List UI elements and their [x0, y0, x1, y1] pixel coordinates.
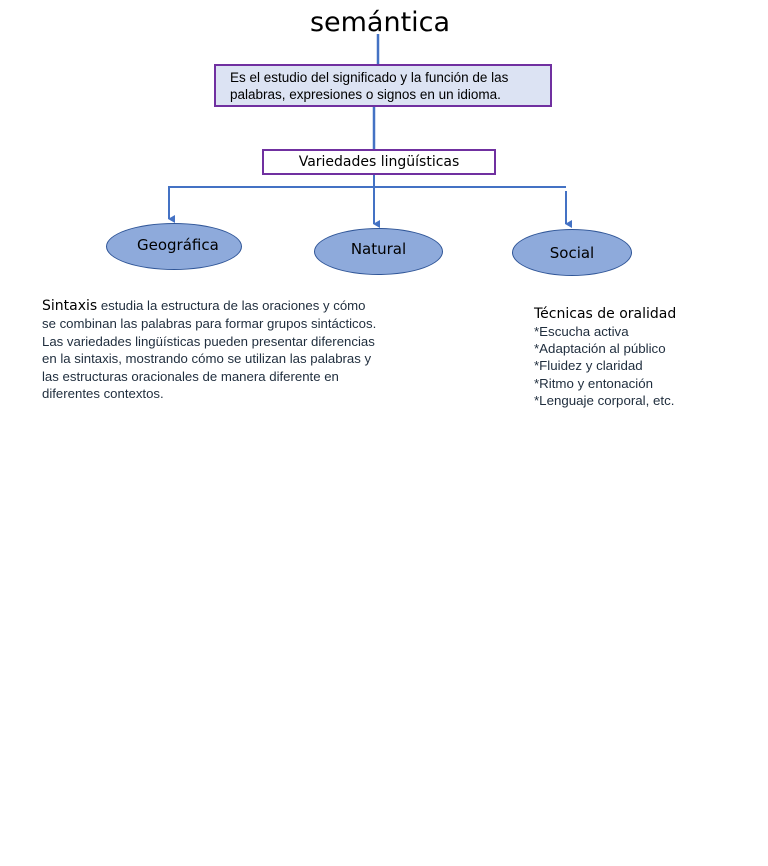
- orality-item: *Lenguaje corporal, etc.: [534, 392, 675, 408]
- syntax-term: Sintaxis: [42, 298, 98, 314]
- social-label: Social: [549, 244, 595, 262]
- orality-item: *Adaptación al público: [534, 341, 666, 357]
- orality-heading: Técnicas de oralidad: [534, 306, 677, 322]
- natural-node: Natural: [314, 228, 443, 275]
- definition-text: Es el estudio del significado y la funci…: [230, 70, 509, 102]
- natural-label: Natural: [350, 240, 407, 258]
- geografica-node: Geográfica: [106, 223, 242, 270]
- geografica-label: Geográfica: [137, 236, 219, 254]
- diagram-title: semántica: [309, 7, 451, 38]
- syntax-text: estudia la estructura de las oraciones y…: [42, 298, 377, 402]
- orality-item: *Ritmo y entonación: [534, 375, 653, 391]
- social-node: Social: [512, 229, 632, 276]
- syntax-paragraph: Sintaxis estudia la estructura de las or…: [42, 297, 382, 402]
- orality-item: *Fluidez y claridad: [534, 358, 643, 374]
- varieties-box: Variedades lingüísticas: [262, 149, 496, 175]
- definition-box: Es el estudio del significado y la funci…: [214, 64, 552, 107]
- orality-item: *Escucha activa: [534, 324, 629, 339]
- orality-techniques: Técnicas de oralidad *Escucha activa *Ad…: [534, 305, 764, 409]
